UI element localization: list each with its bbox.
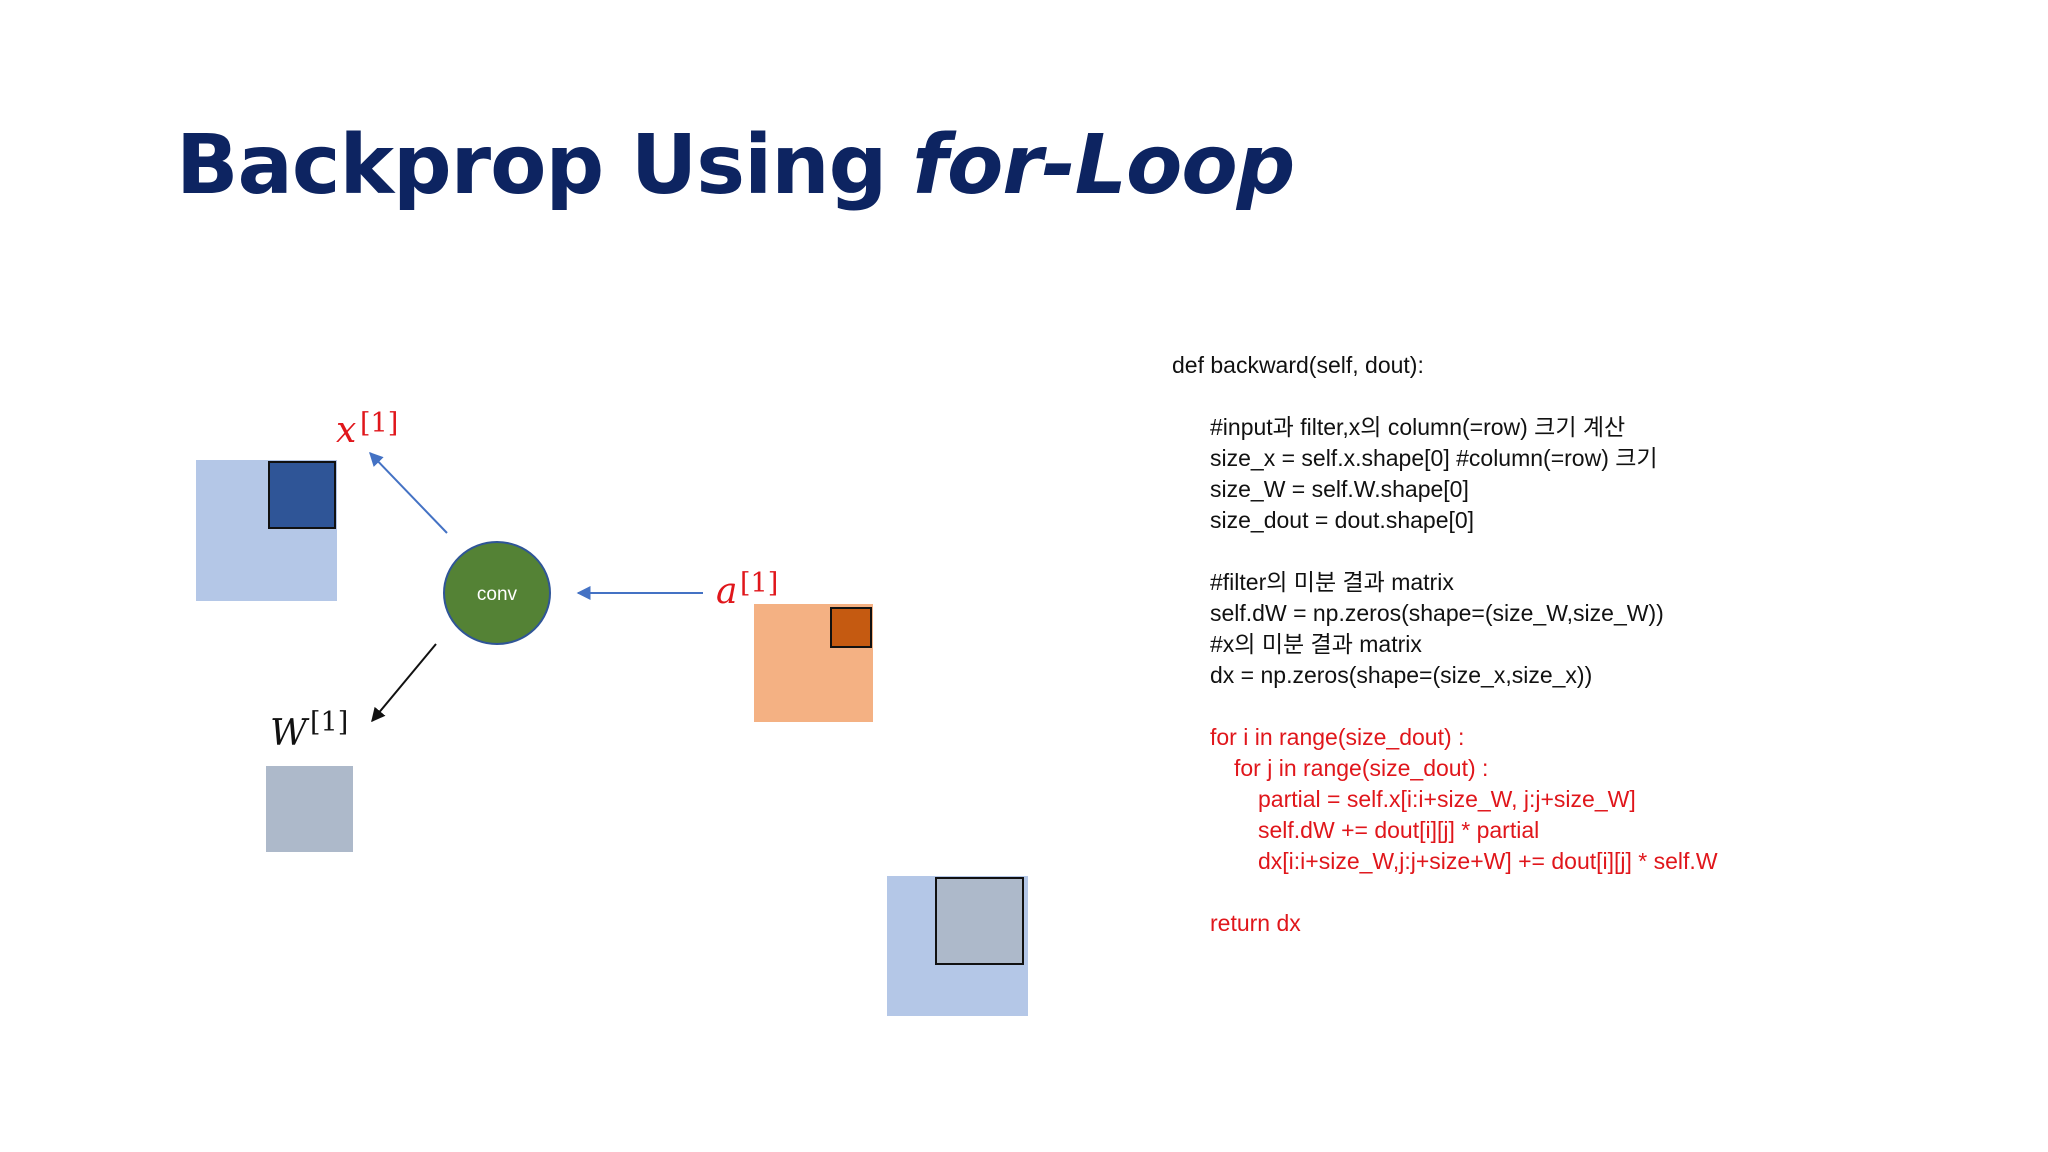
conv-label: conv (477, 584, 518, 605)
w-matrix (266, 766, 353, 852)
code-line: #input과 filter,x의 column(=row) 크기 계산 (1210, 414, 1626, 440)
x-filter-window (268, 461, 336, 529)
w-label-superscript: [1] (310, 707, 348, 738)
code-blank-line (1172, 381, 1718, 412)
code-line: dx = np.zeros(shape=(size_x,size_x)) (1210, 662, 1593, 688)
arrow-to-x (369, 451, 448, 534)
code-line: partial = self.x[i:i+size_W, j:j+size_W] (1258, 786, 1636, 812)
x-label: x (336, 410, 356, 451)
code-line: size_W = self.W.shape[0] (1210, 476, 1469, 502)
code-line: self.dW += dout[i][j] * partial (1258, 817, 1540, 843)
title-main: Backprop Using (176, 118, 887, 213)
arrow-to-w (371, 643, 437, 723)
code-blank-line (1172, 536, 1718, 567)
code-blank-line (1172, 877, 1718, 908)
a-label: a (716, 571, 737, 612)
code-line: #x의 미분 결과 matrix (1210, 631, 1422, 657)
code-line: self.dW = np.zeros(shape=(size_W,size_W)… (1210, 600, 1664, 626)
code-line: return dx (1210, 910, 1301, 936)
code-line: #filter의 미분 결과 matrix (1210, 569, 1454, 595)
a-label-superscript: [1] (740, 568, 778, 599)
code-line: for j in range(size_dout) : (1234, 755, 1489, 781)
code-line: for i in range(size_dout) : (1210, 724, 1465, 750)
slide-title: Backprop Using for-Loop (176, 118, 1295, 213)
title-italic: for-Loop (912, 118, 1295, 213)
dx-filter-window (935, 877, 1024, 965)
w-label: W (270, 713, 310, 754)
a-highlight-cell (830, 607, 872, 648)
code-line: size_dout = dout.shape[0] (1210, 507, 1475, 533)
x-label-superscript: [1] (360, 408, 398, 439)
conv-node (443, 541, 551, 645)
code-line: size_x = self.x.shape[0] #column(=row) 크… (1210, 445, 1658, 471)
code-line: def backward(self, dout): (1172, 352, 1424, 378)
code-block: def backward(self, dout): #input과 filter,… (1172, 350, 1718, 939)
code-blank-line (1172, 691, 1718, 722)
code-line: dx[i:i+size_W,j:j+size+W] += dout[i][j] … (1258, 848, 1718, 874)
